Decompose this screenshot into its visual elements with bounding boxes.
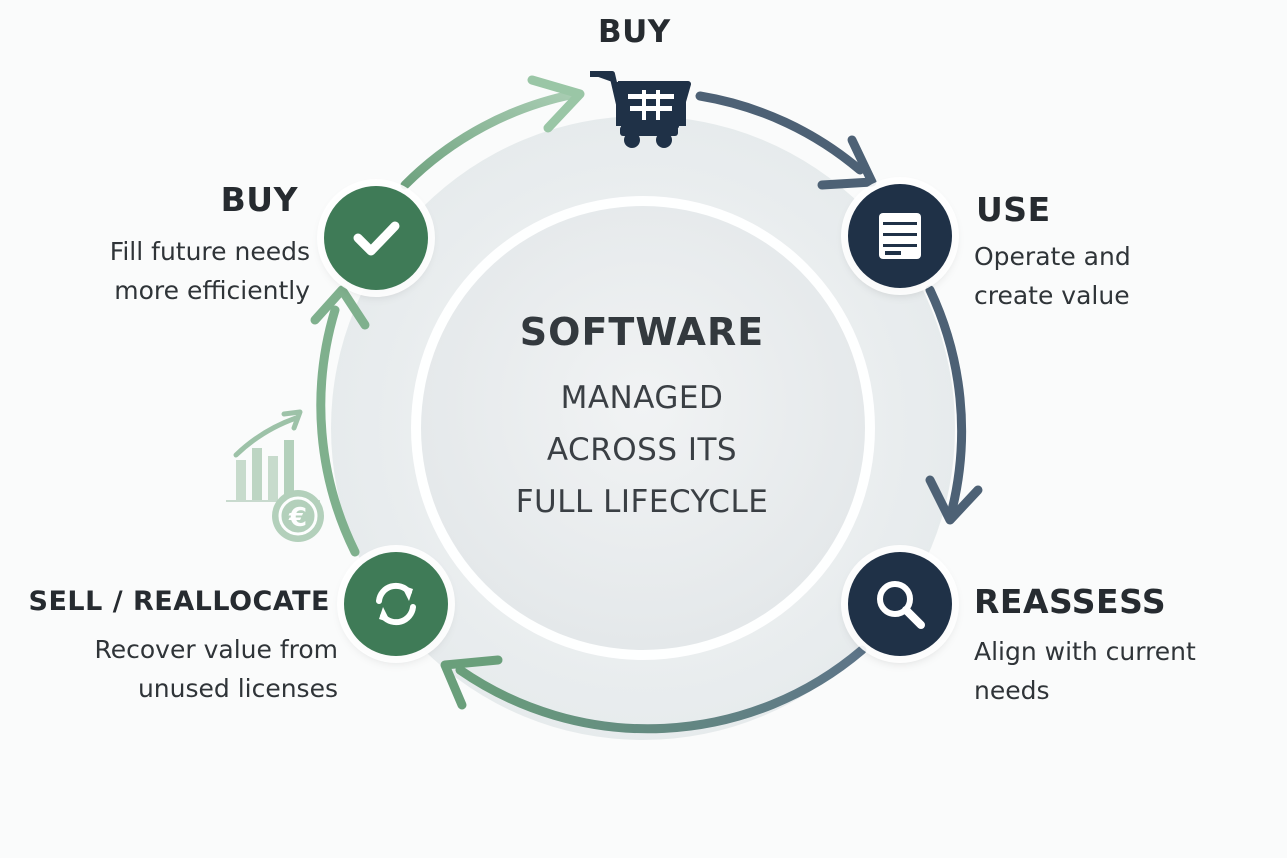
sell-desc: Recover value from unused licenses — [40, 630, 338, 708]
reassess-title: REASSESS — [974, 582, 1166, 621]
reassess-desc: Align with current needs — [974, 632, 1196, 710]
buy-node[interactable] — [324, 186, 428, 290]
server-icon — [873, 209, 927, 263]
refresh-icon — [367, 575, 425, 633]
svg-text:€: € — [288, 503, 307, 533]
reassess-desc-line1: Align with current — [974, 632, 1196, 671]
euro-growth-chart-icon: € — [226, 412, 324, 542]
buy-desc-line1: Fill future needs — [40, 232, 310, 271]
arrowhead-buy — [315, 290, 365, 325]
reassess-desc-line2: needs — [974, 671, 1196, 710]
sell-node[interactable] — [344, 552, 448, 656]
sell-title: SELL / REALLOCATE — [20, 586, 330, 617]
magnifier-icon — [871, 575, 929, 633]
buy-desc-line2: more efficiently — [40, 271, 310, 310]
center-title: SOFTWARE — [440, 310, 844, 354]
center-text: SOFTWARE MANAGED ACROSS ITS FULL LIFECYC… — [440, 310, 844, 528]
use-desc-line2: create value — [974, 276, 1131, 315]
buy-title: BUY — [160, 180, 298, 219]
checkmark-icon — [348, 210, 404, 266]
sell-desc-line1: Recover value from — [40, 630, 338, 669]
center-line-3: FULL LIFECYCLE — [440, 476, 844, 528]
top-buy-title: BUY — [598, 14, 671, 50]
center-line-1: MANAGED — [440, 372, 844, 424]
reassess-node[interactable] — [848, 552, 952, 656]
use-desc: Operate and create value — [974, 237, 1131, 315]
use-node[interactable] — [848, 184, 952, 288]
use-desc-line1: Operate and — [974, 237, 1131, 276]
sell-desc-line2: unused licenses — [40, 669, 338, 708]
buy-desc: Fill future needs more efficiently — [40, 232, 310, 310]
center-line-2: ACROSS ITS — [440, 424, 844, 476]
use-title: USE — [976, 190, 1051, 229]
